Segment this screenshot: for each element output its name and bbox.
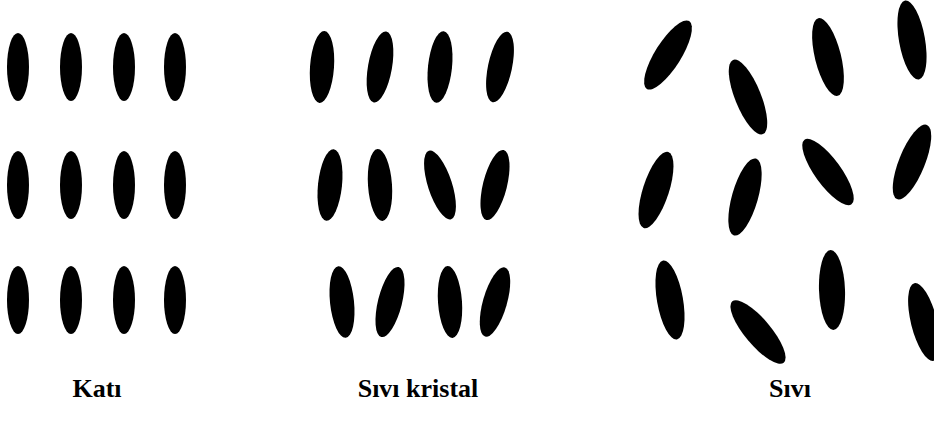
molecule xyxy=(326,265,357,339)
molecule xyxy=(60,151,82,219)
molecule xyxy=(794,132,862,212)
molecule xyxy=(902,280,934,364)
molecule xyxy=(481,29,519,104)
molecule xyxy=(474,264,517,340)
molecule xyxy=(885,120,934,204)
molecule xyxy=(308,30,337,103)
molecule xyxy=(60,266,82,334)
phase-label: Sıvı kristal xyxy=(358,375,479,404)
molecule xyxy=(636,14,700,96)
molecule xyxy=(7,151,29,219)
molecule xyxy=(7,33,29,101)
solid-molecules xyxy=(7,33,186,334)
molecule xyxy=(113,266,135,334)
molecule xyxy=(721,155,768,239)
phase-label: Katı xyxy=(72,375,121,404)
molecule xyxy=(113,151,135,219)
molecule xyxy=(721,55,775,139)
molecule xyxy=(366,148,395,221)
liquid-crystal-molecules xyxy=(308,29,520,340)
molecule xyxy=(417,147,462,223)
molecule xyxy=(424,30,455,104)
molecule xyxy=(818,250,847,331)
molecule xyxy=(892,0,931,82)
molecule xyxy=(475,147,516,223)
liquid-molecules xyxy=(631,0,934,371)
molecule xyxy=(113,33,135,101)
molecule xyxy=(806,15,851,99)
molecule xyxy=(7,266,29,334)
phase-label: Sıvı xyxy=(769,375,811,404)
molecule xyxy=(650,258,689,341)
molecule xyxy=(631,148,680,232)
molecule xyxy=(164,151,186,219)
molecule xyxy=(60,33,82,101)
molecule xyxy=(370,264,411,340)
molecule xyxy=(362,29,398,104)
molecule xyxy=(436,265,465,338)
molecule xyxy=(164,266,186,334)
molecule xyxy=(314,148,345,222)
molecule xyxy=(164,33,186,101)
molecule xyxy=(722,293,793,371)
